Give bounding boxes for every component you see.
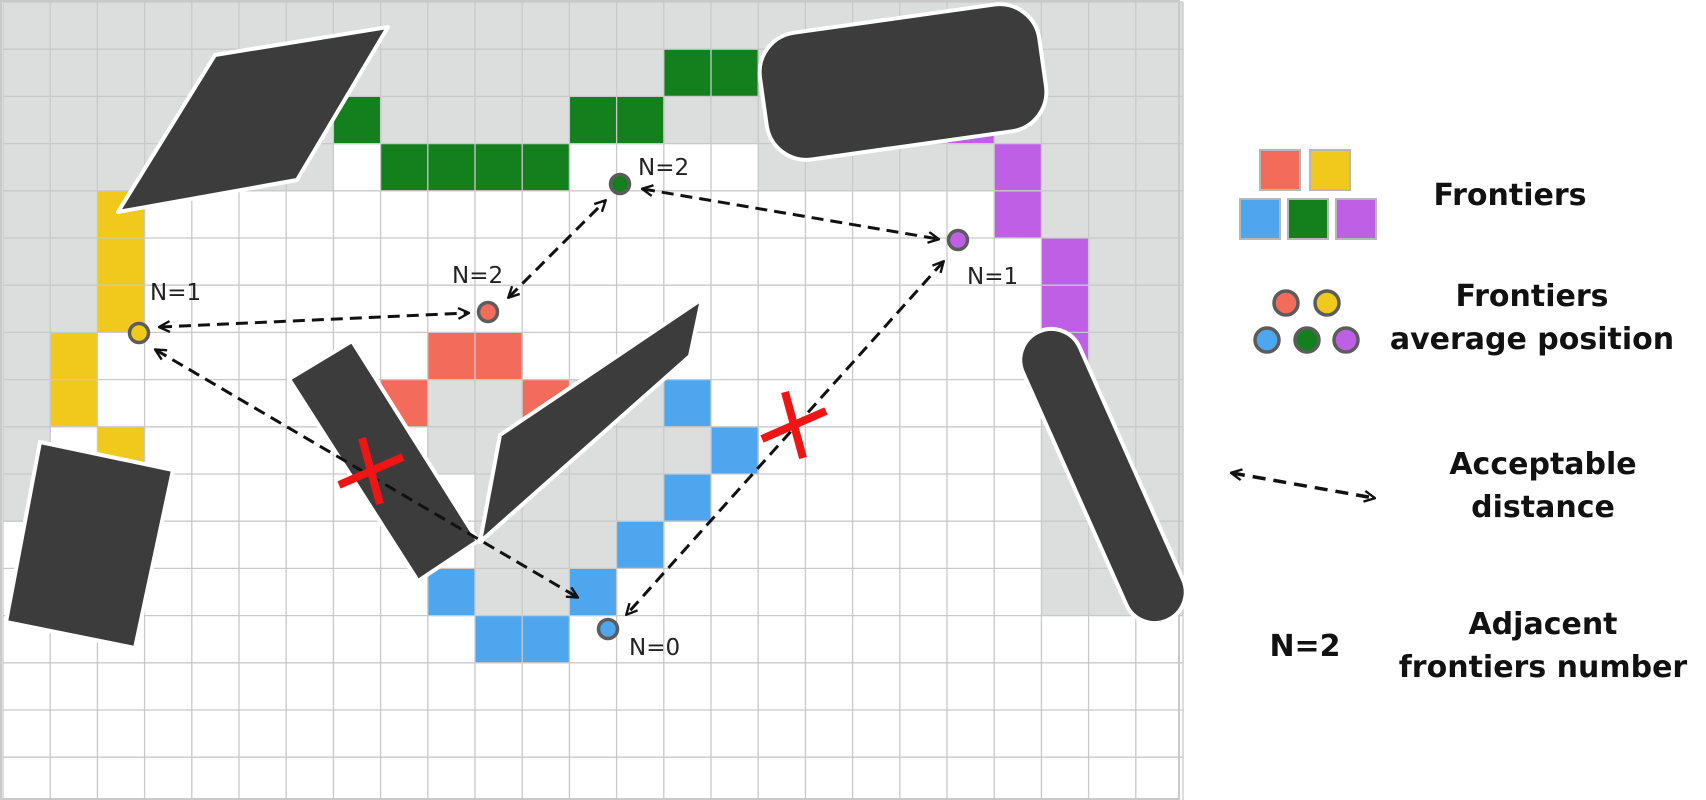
- cross-purple-blue: [760, 390, 828, 460]
- frontier-cell-green-0: [663, 49, 712, 97]
- frontier-cell-green-7: [475, 143, 523, 192]
- frontier-cell-green-3: [569, 96, 618, 145]
- cross-yellow-blue-stroke-b: [358, 436, 384, 506]
- node-red: [476, 300, 500, 324]
- map-border: [0, 0, 1180, 800]
- frontier-cell-blue-1: [711, 426, 759, 475]
- legend-adjacent-label-line1: Adjacent: [1468, 607, 1617, 642]
- legend-frontiers-label: Frontiers: [1434, 178, 1587, 213]
- legend-swatch-purple: [1335, 198, 1377, 240]
- node-green: [608, 172, 632, 196]
- legend-swatch-yellow: [1309, 149, 1351, 191]
- legend-adjacent-sample: N=2: [1269, 629, 1340, 664]
- node-blue: [596, 617, 620, 641]
- frontier-cell-green-8: [522, 143, 570, 192]
- legend-dot-blue: [1253, 326, 1281, 354]
- occupancy-grid-map: N=1 N=2 N=2 N=1 N=0: [0, 0, 1188, 800]
- arrow-purple-blue: [627, 262, 943, 614]
- frontier-cell-purple-1: [994, 143, 1042, 192]
- frontier-cell-green-5: [380, 143, 429, 192]
- legend-swatch-red: [1259, 149, 1301, 191]
- legend-swatch-blue: [1239, 198, 1281, 240]
- cross-purple-blue-stroke-b: [781, 390, 807, 460]
- arrow-yellow-red: [160, 313, 468, 327]
- frontier-cell-yellow-4: [50, 379, 98, 428]
- legend-average-dots: [1253, 289, 1360, 354]
- frontier-cell-blue-0: [663, 379, 712, 428]
- frontier-average-positions: [127, 172, 970, 641]
- legend-swatch-green: [1287, 198, 1329, 240]
- distance-arrows: [156, 189, 943, 614]
- legend-average-label-line2: average position: [1390, 322, 1674, 357]
- cross-yellow-blue: [337, 436, 405, 506]
- legend: Frontiers Frontiers average position Acc…: [1232, 149, 1688, 685]
- legend-adjacent-label-line2: frontiers number: [1399, 650, 1688, 685]
- frontier-cell-blue-5: [427, 568, 476, 617]
- frontier-cell-red-0: [427, 332, 476, 381]
- node-label-red: N=2: [452, 263, 503, 289]
- node-purple: [946, 228, 970, 252]
- frontier-cell-yellow-3: [50, 332, 98, 381]
- node-label-blue: N=0: [629, 635, 680, 661]
- frontier-cell-purple-2: [994, 190, 1042, 239]
- node-label-green: N=2: [638, 155, 689, 181]
- frontier-cell-purple-4: [1041, 285, 1090, 333]
- legend-distance-label-line2: distance: [1471, 490, 1615, 525]
- obstacle-rounded-rect-top-right: [757, 2, 1049, 162]
- frontier-cell-blue-2: [663, 474, 712, 522]
- arrow-yellow-blue: [156, 350, 577, 597]
- frontier-cell-blue-4: [569, 568, 618, 617]
- legend-dot-green: [1293, 326, 1321, 354]
- legend-average-label-line1: Frontiers: [1456, 279, 1609, 314]
- obstacle-ellipse-right: [1018, 326, 1188, 626]
- unknown-span-11: [3, 332, 51, 381]
- legend-frontier-swatches: [1239, 149, 1377, 240]
- node-yellow: [127, 321, 151, 345]
- obstacle-parallelogram-top-left: [116, 25, 390, 214]
- node-label-yellow: N=1: [150, 280, 201, 306]
- obstacle-square-bottom-left: [4, 440, 175, 650]
- legend-distance-arrow: [1232, 473, 1374, 498]
- arrow-green-purple: [643, 189, 938, 239]
- legend-distance-label-line1: Acceptable: [1449, 447, 1636, 482]
- frontier-cell-purple-3: [1041, 238, 1090, 286]
- frontier-cell-green-1: [711, 49, 759, 97]
- node-label-purple: N=1: [967, 264, 1018, 290]
- frontier-cell-yellow-1: [97, 238, 146, 286]
- frontier-cell-blue-6: [475, 615, 523, 664]
- legend-dot-purple: [1332, 326, 1360, 354]
- frontier-cell-blue-3: [616, 521, 665, 569]
- arrow-red-green: [509, 201, 605, 297]
- legend-dot-yellow: [1313, 289, 1341, 317]
- frontier-cell-blue-7: [522, 615, 570, 664]
- frontier-cell-green-6: [427, 143, 476, 192]
- frontier-cell-red-1: [475, 332, 523, 381]
- unknown-span-13: [3, 379, 51, 428]
- frontier-cell-green-4: [616, 96, 665, 145]
- rejected-connections: [337, 390, 828, 506]
- legend-dot-red: [1272, 289, 1300, 317]
